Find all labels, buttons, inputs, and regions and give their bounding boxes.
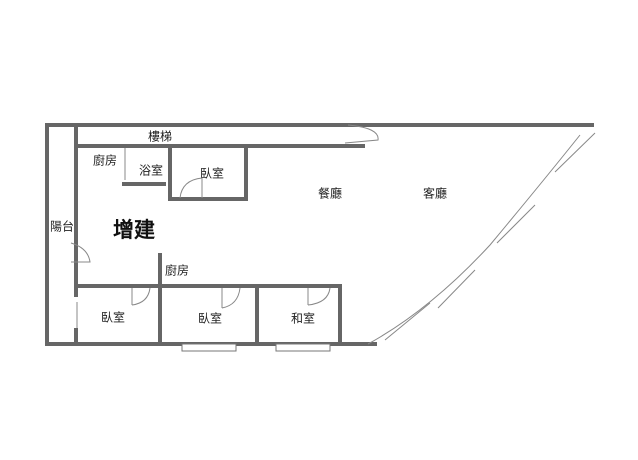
label-kitchen-top: 廚房 — [92, 153, 118, 168]
label-living: 客廳 — [422, 186, 448, 201]
label-stairs: 樓梯 — [147, 129, 173, 144]
label-balcony: 陽台 — [49, 219, 75, 234]
label-bedroom-2: 臥室 — [197, 311, 223, 326]
label-bedroom-top: 臥室 — [199, 166, 225, 181]
doors-windows — [70, 124, 596, 352]
label-bedroom-1: 臥室 — [100, 310, 126, 325]
label-extension: 增建 — [113, 218, 155, 242]
label-japanese-room: 和室 — [290, 311, 316, 326]
label-kitchen-mid: 廚房 — [164, 263, 190, 278]
label-bathroom: 浴室 — [138, 163, 164, 178]
label-dining: 餐廳 — [317, 186, 343, 201]
